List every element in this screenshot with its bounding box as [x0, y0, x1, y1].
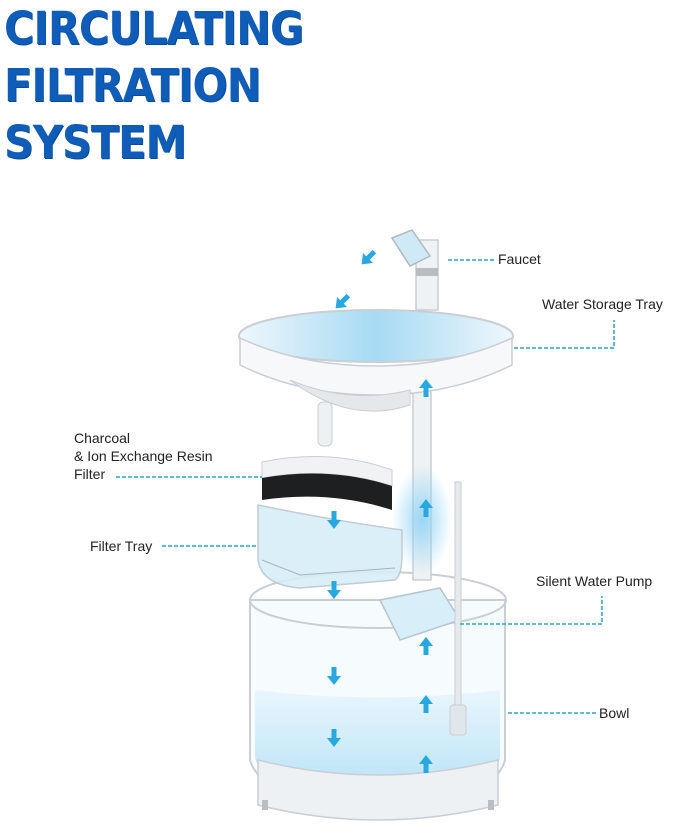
- flow-arrow-icon: [419, 755, 433, 773]
- title-line-3: SYSTEM: [4, 116, 187, 169]
- filter-label-line-1: Charcoal: [74, 430, 131, 446]
- flow-arrow-icon: [419, 379, 433, 397]
- flow-arrow-icon: [419, 637, 433, 655]
- flow-arrow-icon: [327, 581, 341, 599]
- flow-arrow-icon: [327, 511, 341, 529]
- title-line-2: FILTRATION: [4, 59, 261, 112]
- filter-label-line-3: Filter: [74, 466, 106, 482]
- title-line-1: CIRCULATING: [4, 2, 304, 55]
- water-storage-tray-label: Water Storage Tray: [542, 296, 663, 312]
- bowl: [249, 571, 507, 821]
- flow-arrow-icon: [327, 729, 341, 747]
- silent-water-pump-label: Silent Water Pump: [536, 573, 653, 589]
- flow-arrow-icon: [335, 293, 351, 309]
- flow-arrow-icon: [419, 695, 433, 713]
- flow-arrow-icon: [419, 499, 433, 517]
- flow-arrow-icon: [361, 249, 377, 265]
- silent-water-pump: [378, 379, 467, 736]
- leader-lines: [116, 259, 615, 714]
- charcoal-filter: [261, 456, 393, 510]
- filter-tray: [257, 504, 403, 589]
- bowl-label: Bowl: [599, 705, 630, 721]
- water-storage-tray: [238, 309, 514, 447]
- faucet: [390, 229, 439, 311]
- filter-label-line-2: & Ion Exchange Resin: [74, 448, 213, 464]
- faucet-label: Faucet: [498, 251, 541, 267]
- page-title: CIRCULATING FILTRATION SYSTEM: [4, 0, 304, 171]
- flow-arrow-icon: [327, 667, 341, 685]
- flow-arrows: [327, 249, 433, 773]
- filter-label: Charcoal & Ion Exchange Resin Filter: [74, 429, 213, 483]
- filter-tray-label: Filter Tray: [90, 538, 153, 554]
